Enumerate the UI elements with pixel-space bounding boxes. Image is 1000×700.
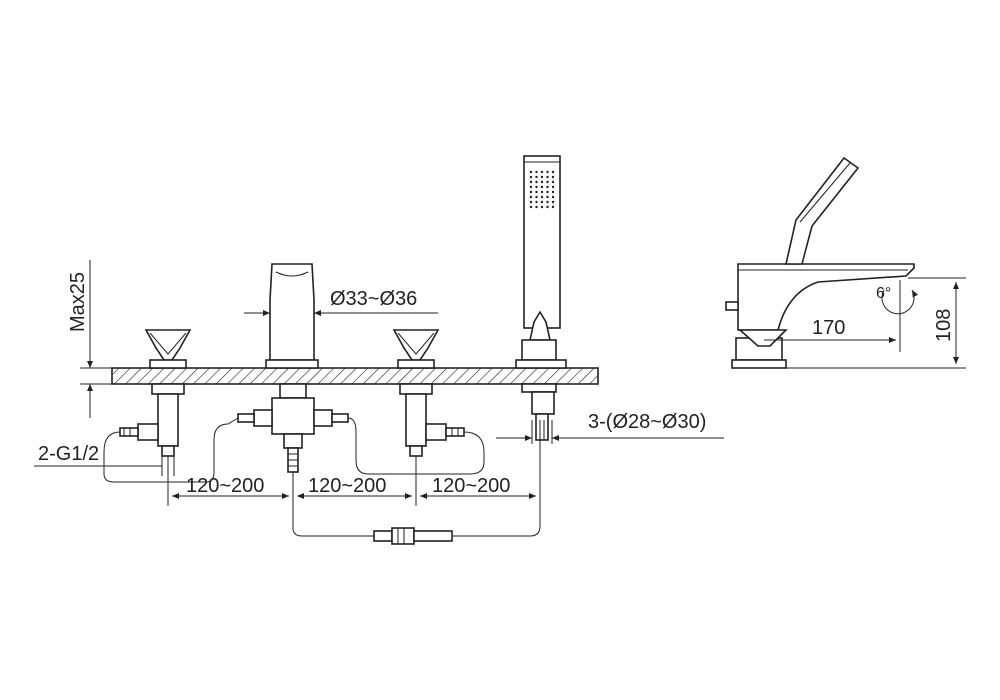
- hole-diameter-dimension: [496, 420, 724, 444]
- shower-spray-dots: [529, 170, 555, 209]
- spray-dot: [535, 195, 538, 199]
- spray-dot: [551, 180, 555, 184]
- spout-height-label: 108: [933, 309, 955, 342]
- spray-dot: [529, 175, 533, 179]
- spray-dot: [540, 200, 544, 204]
- spray-dot: [535, 180, 538, 184]
- spray-dot: [546, 185, 549, 189]
- spray-dot: [546, 180, 549, 184]
- spray-dot: [551, 205, 555, 209]
- spray-dot: [540, 185, 544, 189]
- spacing-label-3: 120~200: [432, 475, 510, 497]
- spray-dot: [546, 195, 549, 199]
- spray-dot: [551, 185, 555, 189]
- deck-section: [111, 367, 599, 385]
- spray-dot: [535, 200, 538, 204]
- spray-dot: [546, 205, 549, 209]
- inlet-thread-dimension: [34, 456, 175, 476]
- hand-shower: [515, 155, 567, 441]
- spray-dot: [529, 185, 533, 189]
- spray-dot: [540, 180, 544, 184]
- spacing-label-1: 120~200: [186, 475, 264, 497]
- bath-spout: [237, 263, 349, 473]
- spacing-label-2: 120~200: [308, 475, 386, 497]
- spray-dot: [546, 190, 549, 194]
- spray-dot: [546, 170, 549, 174]
- spray-dot: [529, 195, 533, 199]
- side-view-hand-shower: [784, 156, 860, 265]
- spacing-dimensions: [167, 456, 541, 506]
- spray-dot: [551, 190, 555, 194]
- spray-dot: [540, 195, 544, 199]
- side-view-spout: [725, 263, 915, 369]
- spray-dot: [529, 170, 533, 174]
- side-view-dimensions: [764, 277, 966, 369]
- supply-hoses: [103, 417, 541, 537]
- spray-dot: [529, 205, 533, 209]
- spray-dot: [529, 190, 533, 194]
- spout-reach-label: 170: [812, 317, 845, 339]
- max-thickness-dimension: [80, 260, 112, 418]
- spout-hole-label: Ø33~Ø36: [330, 288, 417, 310]
- max-thickness-label: Max25: [67, 272, 89, 332]
- spray-dot: [540, 190, 544, 194]
- right-valve-handle: [392, 329, 465, 457]
- left-valve-handle: [119, 329, 192, 457]
- spray-dot: [551, 195, 555, 199]
- spray-dot: [551, 200, 555, 204]
- spray-dot: [529, 180, 533, 184]
- inlet-thread-label: 2-G1/2: [38, 443, 99, 465]
- spray-dot: [535, 175, 538, 179]
- spray-dot: [540, 205, 544, 209]
- spray-dot: [551, 170, 555, 174]
- spray-dot: [540, 175, 544, 179]
- swivel-angle-label: 6°: [876, 285, 891, 302]
- spray-dot: [551, 175, 555, 179]
- spray-dot: [535, 170, 538, 174]
- spray-dot: [529, 200, 533, 204]
- hose-connector: [373, 527, 453, 545]
- hole-diameter-label: 3-(Ø28~Ø30): [588, 411, 706, 433]
- spray-dot: [535, 190, 538, 194]
- spray-dot: [546, 200, 549, 204]
- spray-dot: [546, 175, 549, 179]
- spray-dot: [540, 170, 544, 174]
- spray-dot: [535, 205, 538, 209]
- spray-dot: [535, 185, 538, 189]
